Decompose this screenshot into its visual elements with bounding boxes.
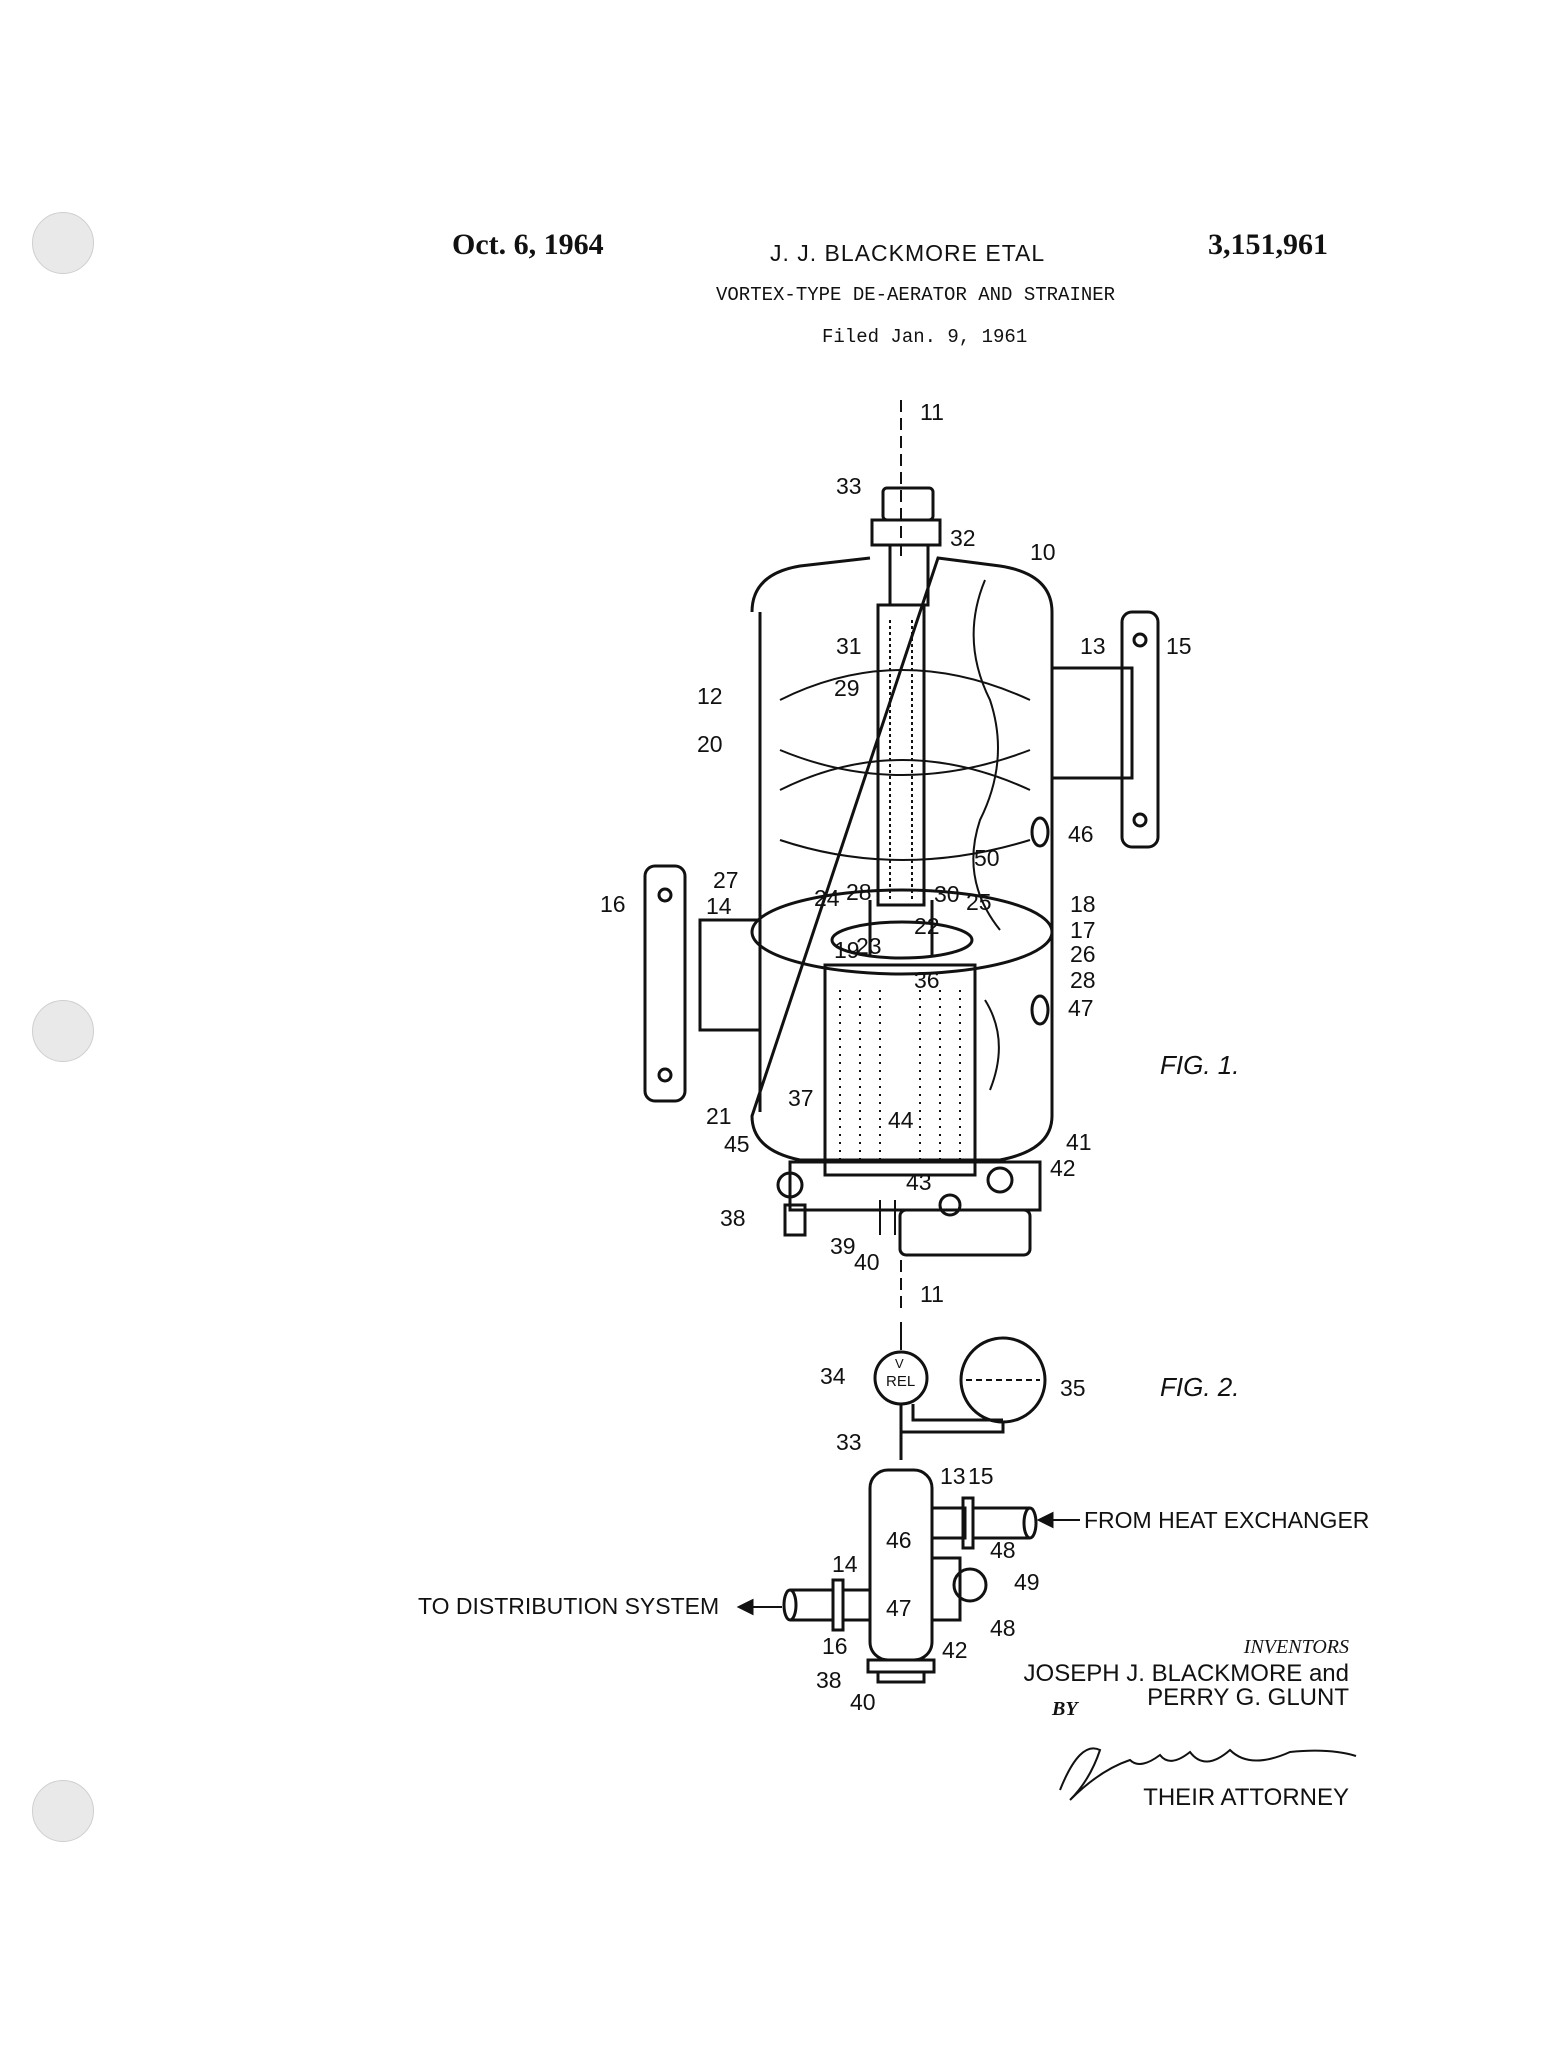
fig1-label: 23	[856, 933, 882, 959]
fig1-label: 47	[1068, 995, 1094, 1021]
fig1-label: 38	[720, 1205, 746, 1231]
fig1-label: 46	[1068, 821, 1094, 847]
fig2-label: 40	[850, 1689, 876, 1715]
fig1-label: 28	[846, 879, 872, 905]
fig2-label: 47	[886, 1595, 912, 1621]
by-label: BY	[1052, 1698, 1078, 1721]
fig1-label: 28	[1070, 967, 1096, 993]
inventor-line-2: PERRY G. GLUNT	[1147, 1684, 1349, 1712]
fig1-label: 31	[836, 633, 862, 659]
fig1-label: 16	[600, 891, 626, 917]
to-distribution-label: TO DISTRIBUTION SYSTEM	[418, 1593, 719, 1619]
from-heat-exchanger-label: FROM HEAT EXCHANGER	[1084, 1507, 1369, 1533]
fig1-labels: 11 33 32 10 31 29 13 15 12 20 46 50 27 1…	[600, 399, 1239, 1307]
fig1-label: 12	[697, 683, 723, 709]
fig1-label: 44	[888, 1107, 914, 1133]
fig2-label: 38	[816, 1667, 842, 1693]
fig2-label: 46	[886, 1527, 912, 1553]
fig1-label: 22	[914, 913, 940, 939]
fig1-label: 39	[830, 1233, 856, 1259]
fig2-label: 14	[832, 1551, 858, 1577]
fig1-label: 50	[974, 845, 1000, 871]
fig1-label: 40	[854, 1249, 880, 1275]
fig1-label: 29	[834, 675, 860, 701]
fig2-label: REL	[886, 1373, 915, 1390]
fig2-label: 35	[1060, 1375, 1086, 1401]
fig2-label: 33	[836, 1429, 862, 1455]
fig1-label: 20	[697, 731, 723, 757]
fig2-label: 15	[968, 1463, 994, 1489]
fig2-caption: FIG. 2.	[1160, 1372, 1239, 1402]
inventors-heading: INVENTORS	[1244, 1636, 1349, 1659]
fig2-label: 49	[1014, 1569, 1040, 1595]
attorney-label: THEIR ATTORNEY	[1143, 1784, 1349, 1812]
fig1-label: 14	[706, 893, 732, 919]
fig1-label: 33	[836, 473, 862, 499]
fig1-label: 45	[724, 1131, 750, 1157]
fig1-caption: FIG. 1.	[1160, 1050, 1239, 1080]
fig1-label: 36	[914, 967, 940, 993]
fig2-label: 13	[940, 1463, 966, 1489]
fig1-label: 10	[1030, 539, 1056, 565]
fig1-drawing	[645, 400, 1158, 1310]
fig1-label: 30	[934, 881, 960, 907]
fig1-label: 11	[920, 1281, 944, 1307]
fig1-label: 11	[920, 399, 944, 425]
fig1-label: 13	[1080, 633, 1106, 659]
fig1-label: 18	[1070, 891, 1096, 917]
fig1-label: 21	[706, 1103, 732, 1129]
fig1-label: 32	[950, 525, 976, 551]
fig1-label: 43	[906, 1169, 932, 1195]
fig1-label: 41	[1066, 1129, 1092, 1155]
fig2-label: 34	[820, 1363, 846, 1389]
fig2-label: 48	[990, 1615, 1016, 1641]
fig1-label: 37	[788, 1085, 814, 1111]
fig1-label: 17	[1070, 917, 1096, 943]
fig1-label: 24	[814, 885, 840, 911]
fig1-label: 27	[713, 867, 739, 893]
fig2-label: V	[895, 1356, 904, 1371]
fig1-label: 15	[1166, 633, 1192, 659]
fig2-label: 48	[990, 1537, 1016, 1563]
fig2-label: 42	[942, 1637, 968, 1663]
fig1-label: 26	[1070, 941, 1096, 967]
fig2-label: 16	[822, 1633, 848, 1659]
fig1-label: 42	[1050, 1155, 1076, 1181]
fig1-label: 25	[966, 889, 992, 915]
